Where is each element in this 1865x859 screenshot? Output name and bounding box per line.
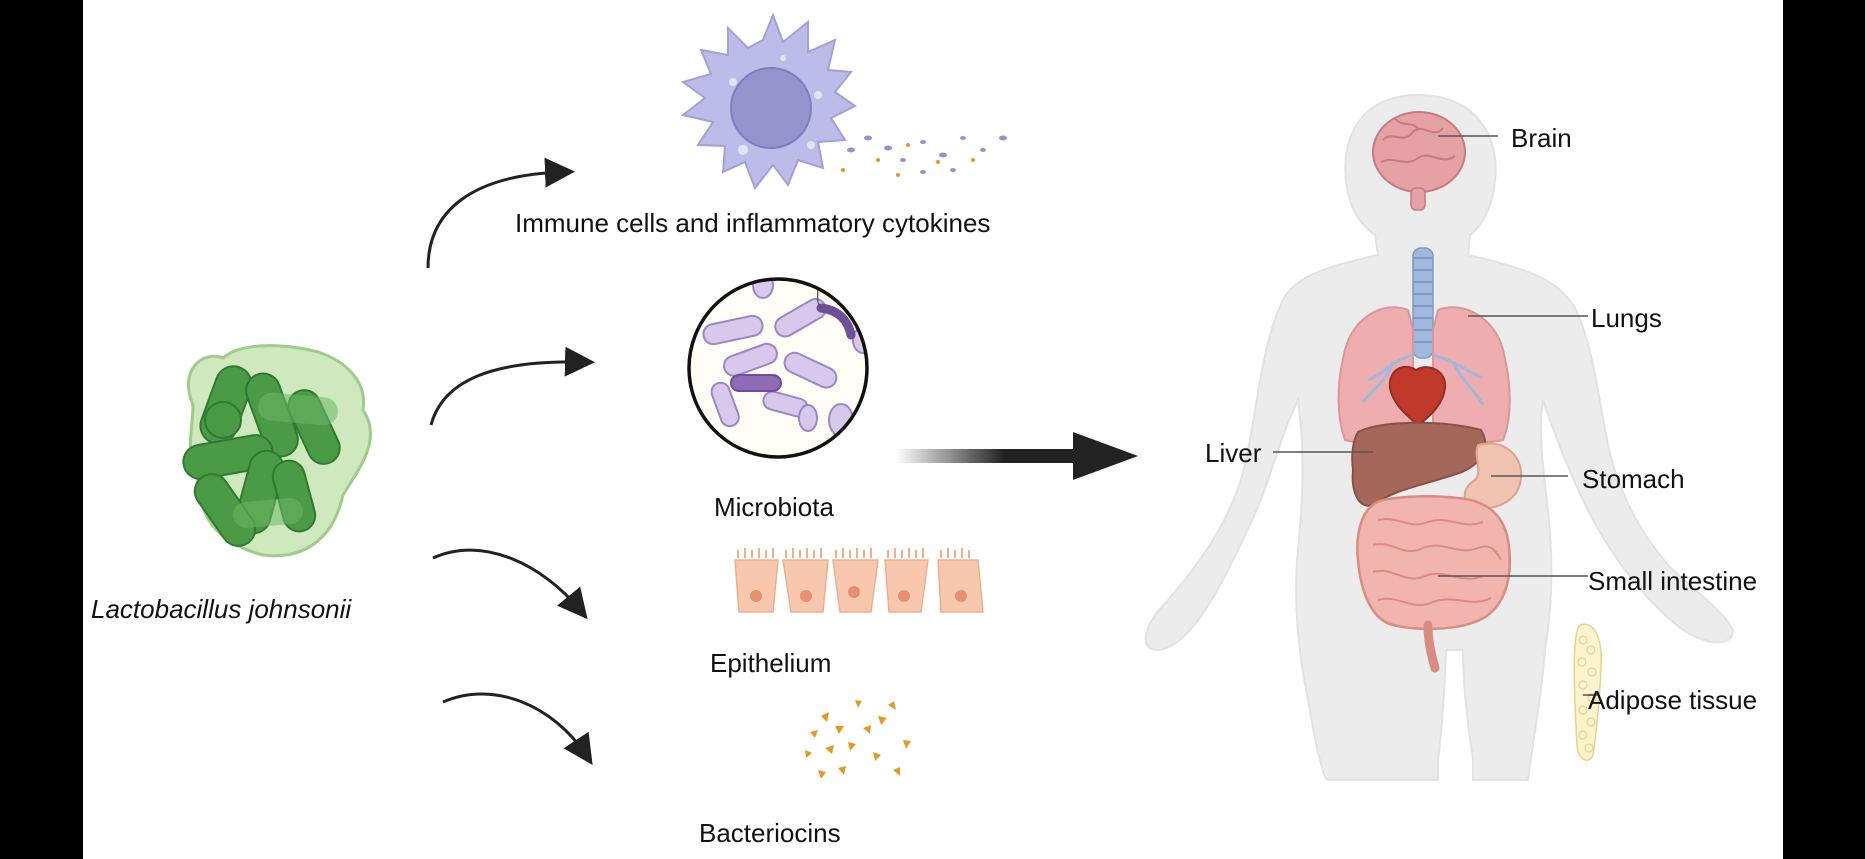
- species-label: Lactobacillus johnsonii: [91, 594, 352, 624]
- microbiota-label: Microbiota: [714, 492, 834, 522]
- big-arrow-icon: [896, 432, 1138, 480]
- bacteria-cluster-icon: [182, 344, 372, 558]
- arrow-to-bacteriocins: [442, 692, 593, 766]
- organ-leader-lines: [1273, 135, 1598, 696]
- lungs-label: Lungs: [1591, 303, 1662, 333]
- epithelium-label: Epithelium: [710, 648, 832, 678]
- bacteriocins-label: Bacteriocins: [699, 818, 841, 848]
- effect-arrows: [426, 157, 595, 766]
- diagram-art: [182, 12, 1735, 781]
- brain-label: Brain: [1511, 123, 1572, 153]
- liver-icon: [1351, 421, 1487, 507]
- figure-panel: Lactobacillus johnsonii Immune cells and…: [83, 0, 1783, 859]
- immune-cells-label: Immune cells and inflammatory cytokines: [515, 208, 991, 238]
- small-intestine-icon: [1356, 495, 1512, 673]
- brain-icon: [1372, 111, 1466, 211]
- stomach-label: Stomach: [1582, 464, 1685, 494]
- lungs-icon: [1337, 306, 1511, 443]
- adipose-tissue-label: Adipose tissue: [1588, 685, 1758, 715]
- small-intestine-label: Small intestine: [1588, 566, 1758, 596]
- epithelium-icon: [734, 548, 984, 613]
- arrow-to-immune: [426, 157, 575, 269]
- arrow-to-epithelium: [432, 548, 588, 620]
- trachea-icon: [1412, 247, 1434, 359]
- liver-label: Liver: [1205, 438, 1262, 468]
- immune-cell-icon: [680, 12, 1007, 191]
- adipose-tissue-icon: [1573, 623, 1603, 761]
- bacteriocins-icon: [805, 700, 911, 779]
- arrow-to-microbiota: [429, 346, 595, 426]
- microbiota-icon: [687, 277, 869, 459]
